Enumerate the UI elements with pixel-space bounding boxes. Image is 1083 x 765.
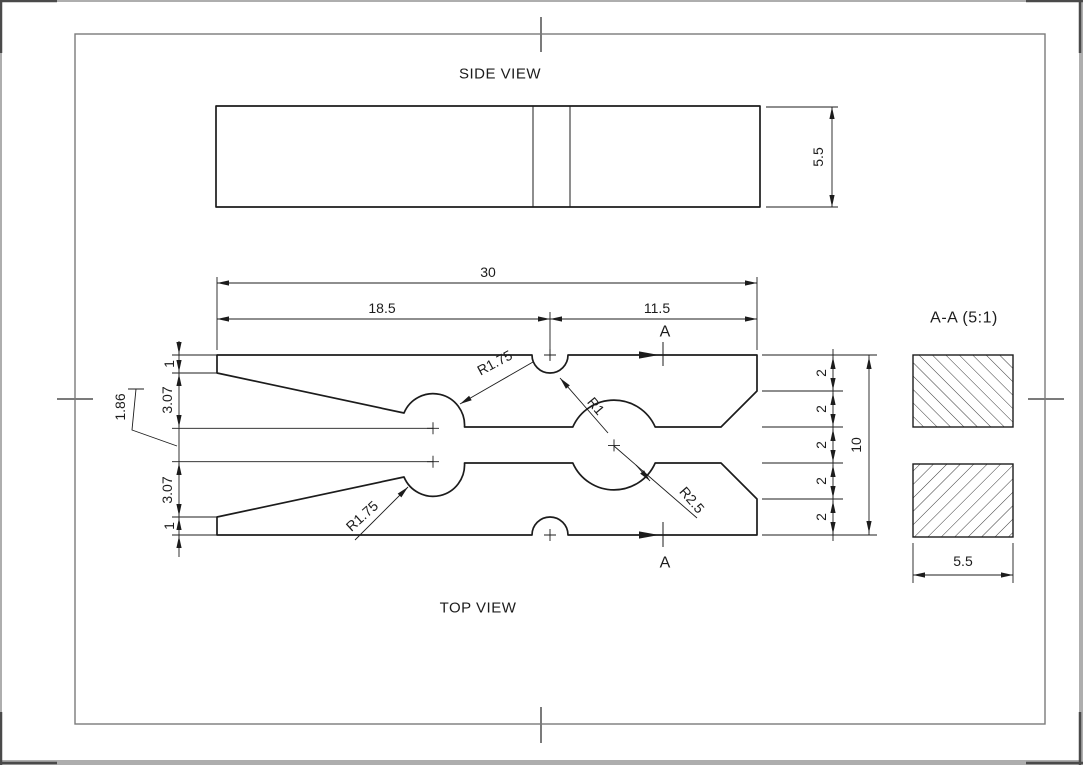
- length-dimensions: 30 18.5 11.5: [216, 264, 758, 360]
- section-view-title: A-A (5:1): [930, 310, 998, 327]
- radius-label-notch: R1: [584, 394, 608, 418]
- section-width-value: 5.5: [953, 553, 973, 569]
- dim-arm-taper-top: 3.07: [159, 386, 175, 413]
- side-view-body: [215, 105, 761, 208]
- side-view-thickness-value: 5.5: [810, 147, 826, 167]
- dim-edge-offset-bottom: 1: [161, 522, 177, 530]
- page-edge-right: [1079, 0, 1083, 765]
- dim-total-length: 30: [480, 264, 496, 280]
- part-lower-arm: [216, 462, 758, 536]
- registration-ticks: [57, 17, 1064, 743]
- top-view: TOP VIEW 30 18.5 11.5: [112, 264, 877, 616]
- right-dimension-stack: 2 2 2 2 2 10: [762, 349, 877, 541]
- page-edge-left: [0, 0, 2, 765]
- dim-total-width: 10: [848, 437, 864, 453]
- side-view-thickness-dimension: 5.5: [766, 106, 838, 208]
- section-view: A-A (5:1) 5.5: [912, 310, 1014, 583]
- radius-label-upper: R1.75: [474, 347, 515, 379]
- section-lower-arm-cut: [912, 463, 1014, 538]
- dim-arm-taper-bottom: 3.07: [159, 476, 175, 503]
- dim-band-4: 2: [813, 477, 829, 485]
- arc-center-marks: [427, 349, 620, 541]
- dim-band-2: 2: [813, 405, 829, 413]
- section-upper-arm-cut: [912, 354, 1014, 428]
- part-upper-arm: [216, 354, 758, 428]
- page-edge-top: [0, 0, 1083, 2]
- dim-edge-offset-top: 1: [161, 360, 177, 368]
- radius-label-pivot: R2.5: [676, 484, 708, 517]
- page-edge-bottom: [0, 760, 1083, 765]
- dim-left-segment: 18.5: [368, 300, 395, 316]
- dim-band-1: 2: [813, 369, 829, 377]
- section-width-dimension: 5.5: [912, 543, 1014, 583]
- drawing-frame: [74, 33, 1046, 725]
- dim-right-segment: 11.5: [644, 300, 670, 316]
- dim-center-gap: 1.86: [112, 393, 128, 420]
- dim-band-3: 2: [813, 441, 829, 449]
- side-view: SIDE VIEW 5.5: [215, 65, 838, 208]
- dim-band-5: 2: [813, 513, 829, 521]
- radius-label-lower: R1.75: [343, 497, 382, 534]
- section-marker-bottom: A: [660, 555, 671, 572]
- top-view-title: TOP VIEW: [440, 599, 517, 616]
- side-view-title: SIDE VIEW: [459, 65, 541, 82]
- section-marker-top: A: [660, 324, 671, 341]
- radius-callouts: R1.75 R1 R2.5 R1.75: [343, 347, 708, 541]
- section-line-marks: A A: [619, 324, 671, 572]
- center-gap-leader: [128, 388, 178, 447]
- left-dimension-stack: 1 3.07 1.86 3.07 1: [112, 341, 433, 557]
